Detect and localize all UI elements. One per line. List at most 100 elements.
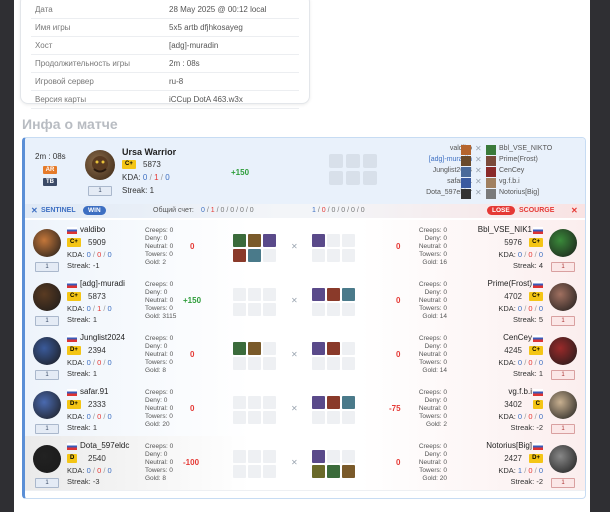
opp-player-name[interactable]: Prime(Frost): [487, 279, 532, 288]
player-stats: Creeps: 0 Deny: 0 Neutral: 0 Towers: 0 G…: [145, 281, 176, 321]
player-hero-portrait[interactable]: [33, 391, 61, 419]
item-slot: [263, 303, 276, 316]
player-name[interactable]: [adg]-muradi: [80, 279, 125, 288]
lineup-right-player[interactable]: Prime(Frost): [499, 156, 538, 163]
swap-icon[interactable]: ✕: [291, 350, 298, 359]
neutral-stat: Neutral: 0: [145, 297, 174, 304]
opp-player-name[interactable]: vg.f.b.i: [508, 387, 532, 396]
sentinel-label: SENTINEL: [41, 207, 76, 214]
item-slot[interactable]: [312, 450, 325, 463]
lineup-left-player[interactable]: Dota_597eldor: [426, 189, 472, 196]
item-slot[interactable]: [312, 234, 325, 247]
lineup-left-player[interactable]: safar.91: [447, 178, 472, 185]
item-slot[interactable]: [327, 465, 340, 478]
opp-streak-text: Streak: 1: [512, 369, 543, 378]
lineup-right-player[interactable]: vg.f.b.i: [499, 178, 520, 185]
scourge-icon: ✕: [571, 206, 578, 215]
kda-separator: /: [92, 250, 95, 259]
flag-icon: [533, 389, 543, 396]
item-slot[interactable]: [342, 288, 355, 301]
opp-player-name[interactable]: CenCey: [503, 333, 532, 342]
neutral-stat: Neutral: 0: [145, 459, 174, 466]
player-name[interactable]: Dota_597eldc: [80, 441, 130, 450]
lose-badge: LOSE: [487, 206, 515, 215]
kda-label: KDA:: [67, 412, 85, 421]
gold-stat: Gold: 2: [145, 259, 166, 266]
mmr-gain: +150: [231, 168, 250, 177]
deny-stat: Deny: 0: [424, 451, 447, 458]
opp-player-name[interactable]: Notorius[Big]: [486, 441, 532, 450]
item-slot[interactable]: [342, 465, 355, 478]
deny-stat: Deny: 0: [145, 451, 168, 458]
info-value: 28 May 2025 @ 00:12 local: [165, 1, 299, 19]
item-slot[interactable]: [248, 234, 261, 247]
opp-hero-portrait[interactable]: [549, 337, 577, 365]
item-slot[interactable]: [327, 396, 340, 409]
item-slot[interactable]: [327, 342, 340, 355]
player-row: 1 valdibo C+ 5909 KDA: 0 / 0 / 0 Streak:…: [25, 220, 585, 275]
towers-stat: Towers: 0: [419, 359, 447, 366]
hero-portrait[interactable]: [85, 150, 115, 180]
opp-hero-portrait[interactable]: [549, 445, 577, 473]
item-slot[interactable]: [312, 465, 325, 478]
item-slot[interactable]: [233, 342, 246, 355]
lineup-left-player[interactable]: valdibo: [450, 145, 472, 152]
kda-deaths: 0: [97, 466, 102, 475]
opp-hero-portrait[interactable]: [549, 283, 577, 311]
player-hero-portrait[interactable]: [33, 283, 61, 311]
item-slot[interactable]: [233, 249, 246, 262]
opp-player-level: 1: [551, 316, 575, 326]
item-slot[interactable]: [312, 288, 325, 301]
deny-stat: Deny: 0: [145, 289, 168, 296]
swap-icon[interactable]: ✕: [291, 458, 298, 467]
opp-hero-portrait[interactable]: [549, 391, 577, 419]
player-name[interactable]: Junglist2024: [80, 333, 125, 342]
match-header: 2m : 08s AR TB 1 Ursa Warrior C+ 5873 KD…: [25, 138, 585, 204]
opp-player-mmr: 2427: [504, 454, 522, 463]
item-slot: [263, 288, 276, 301]
item-slot: [263, 249, 276, 262]
lineup-left-player[interactable]: [adg]-muradin: [428, 156, 472, 163]
lineup-right-player[interactable]: CenCey: [499, 167, 525, 174]
item-slot[interactable]: [248, 249, 261, 262]
player-hero-portrait[interactable]: [33, 445, 61, 473]
rank-badge: C+: [67, 238, 81, 247]
swap-icon[interactable]: ✕: [291, 404, 298, 413]
flag-icon: [533, 227, 543, 234]
player-mmr: 2540: [88, 454, 106, 463]
swap-icon[interactable]: ✕: [291, 242, 298, 251]
opp-kda-line: KDA: 0 / 0 / 0: [498, 250, 543, 259]
kda-assists: 0: [107, 250, 112, 259]
swap-icon[interactable]: ✕: [291, 296, 298, 305]
item-slot[interactable]: [263, 234, 276, 247]
towers-stat: Towers: 0: [419, 467, 447, 474]
lineup-hero-icon: [486, 156, 496, 166]
neutral-stat: Neutral: 0: [418, 405, 447, 412]
item-slot[interactable]: [342, 396, 355, 409]
kda-deaths: 0: [528, 304, 533, 313]
towers-stat: Towers: 0: [419, 413, 447, 420]
player-hero-portrait[interactable]: [33, 337, 61, 365]
player-level: 1: [35, 424, 59, 434]
kda-deaths: 0: [528, 250, 533, 259]
opp-hero-portrait[interactable]: [549, 229, 577, 257]
item-slot[interactable]: [312, 396, 325, 409]
opp-player-name[interactable]: Bbl_VSE_NIK1: [477, 225, 532, 234]
item-slot[interactable]: [312, 342, 325, 355]
mode-tb-badge: TB: [43, 178, 57, 186]
item-slot[interactable]: [233, 234, 246, 247]
kda-line: KDA: 0 / 1 / 0: [67, 304, 112, 313]
lineup-right-player[interactable]: Bbl_VSE_NIKTO: [499, 145, 553, 152]
player-name[interactable]: valdibo: [80, 225, 106, 234]
player-name[interactable]: safar.91: [80, 387, 109, 396]
kda-assists: 0: [107, 466, 112, 475]
lineup-right-player[interactable]: Notorius[Big]: [499, 189, 540, 196]
item-slot[interactable]: [248, 342, 261, 355]
item-slot[interactable]: [327, 288, 340, 301]
lineup-left-player[interactable]: Junglist2024: [432, 167, 472, 174]
creeps-stat: Creeps: 0: [145, 281, 174, 288]
kda-deaths: 0: [97, 358, 102, 367]
player-hero-portrait[interactable]: [33, 229, 61, 257]
inventory-slot: [363, 171, 377, 185]
